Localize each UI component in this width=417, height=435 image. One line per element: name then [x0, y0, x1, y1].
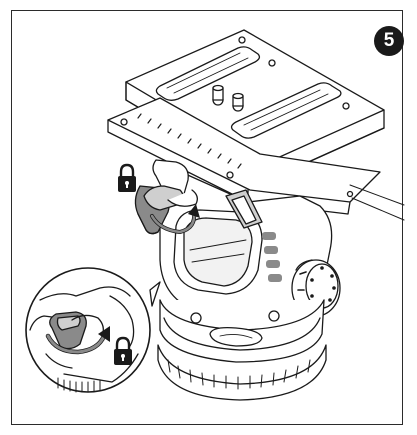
camera-platform [107, 97, 405, 221]
figure-frame [11, 10, 403, 425]
padlock-locked-icon [114, 336, 132, 365]
head-body [159, 167, 333, 319]
step-number-badge: 5 [374, 26, 404, 56]
head-base [157, 299, 327, 401]
detail-inset [25, 267, 161, 393]
padlock-locked-icon [118, 163, 136, 192]
tilt-lock-lever [134, 159, 200, 235]
